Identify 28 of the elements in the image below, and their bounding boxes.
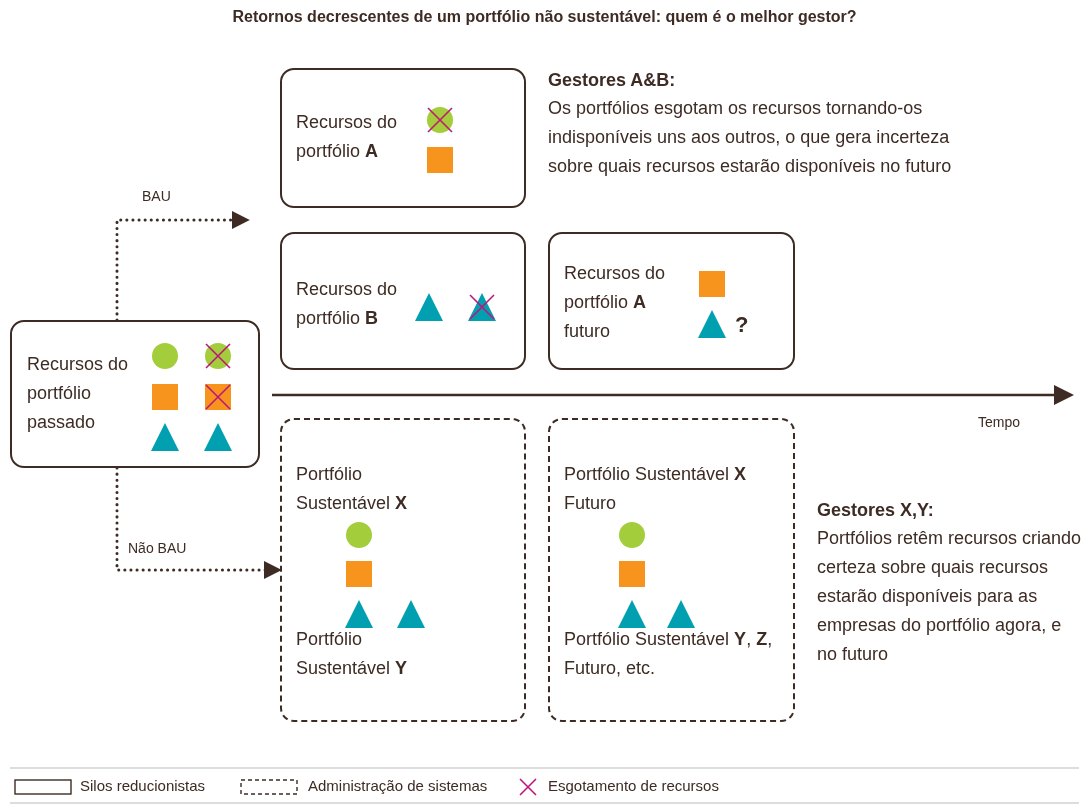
- legend-text: Administração de sistemas: [308, 777, 488, 794]
- node-text: Recursos do portfólio A: [296, 111, 399, 163]
- question-mark: ?: [735, 311, 750, 339]
- rounded-box: [280, 68, 526, 208]
- edge-label: Não BAU: [128, 540, 187, 556]
- rounded-box: [280, 232, 526, 370]
- node-text: Portfólio Sustentável Y: [296, 628, 409, 680]
- dotted-arrow: [115, 466, 282, 579]
- node-text: Portfólio Sustentável X Futuro: [564, 463, 748, 515]
- rounded-box: [10, 320, 260, 468]
- edge-label: BAU: [142, 188, 171, 204]
- dotted-arrow: [115, 211, 250, 322]
- dashed-box: [548, 418, 795, 722]
- legend-text: Esgotamento de recursos: [548, 777, 719, 794]
- axis-label: Tempo: [978, 413, 1022, 432]
- dashed-box: [280, 418, 526, 722]
- heading: Gestores X,Y:: [817, 499, 935, 522]
- node-text: Portfólio Sustentável X: [296, 463, 409, 515]
- legend-text: Silos reducionistas: [80, 777, 206, 794]
- title: Retornos decrescentes de um portfólio não sustentável: quem é o melhor gestor?: [231, 8, 858, 26]
- node-text: Recursos do portfólio B: [296, 278, 399, 330]
- rounded-box: [548, 232, 795, 370]
- node-text: Portfólio Sustentável Y, Z, Futuro, etc.: [564, 628, 774, 680]
- description: Portfólios retêm recursos criando certeza sobre quais recursos estarão disponíveis para as empresas do portfólio agora, e no futuro: [817, 527, 1082, 666]
- description: Os portfólios esgotam os recursos tornando-os indisponíveis uns aos outros, o que gera incerteza sobre quais recursos estarão disponíveis no futuro: [548, 97, 953, 178]
- node-text: Recursos do portfólio A futuro: [564, 262, 667, 343]
- node-text: Recursos do portfólio passado: [27, 353, 130, 434]
- heading: Gestores A&B:: [548, 69, 677, 92]
